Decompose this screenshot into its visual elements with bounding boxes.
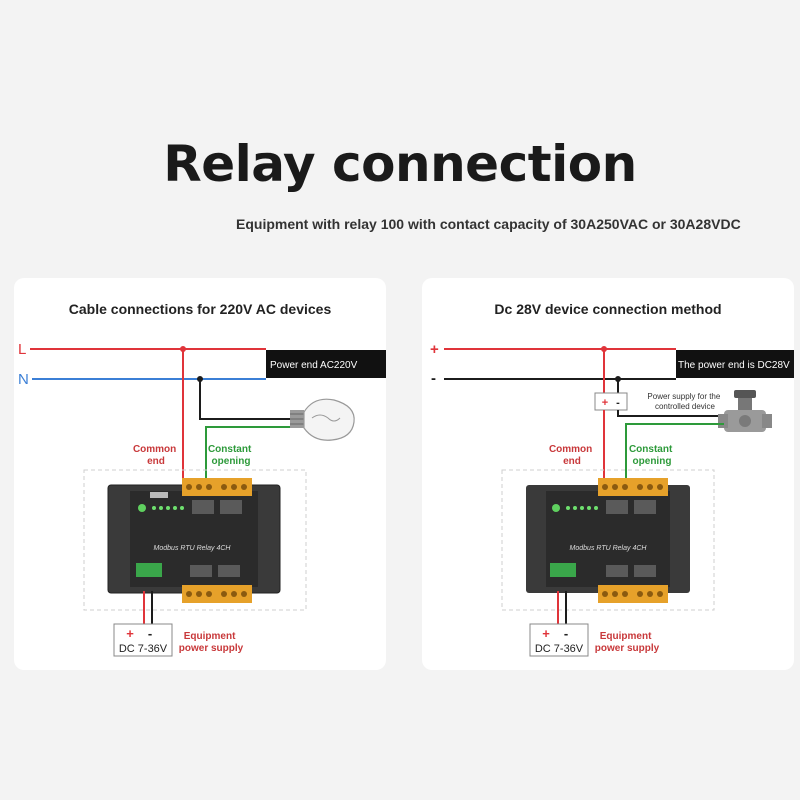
dip-switch xyxy=(150,492,168,498)
ctrl-supply-minus: - xyxy=(616,397,620,409)
dc-supply-box xyxy=(529,623,589,657)
top-terminal-block xyxy=(598,478,668,496)
controlled-supply-label: Power supply for the controlled device xyxy=(647,392,722,411)
ctrl-supply-plus: + xyxy=(602,397,608,409)
constant-opening-label: Constant opening xyxy=(629,444,675,467)
top-terminal-block xyxy=(182,478,252,496)
wire-neutral-bulb xyxy=(199,379,296,420)
line-plus-label: + xyxy=(430,341,439,358)
line-minus-label: - xyxy=(431,370,436,387)
light-bulb-icon xyxy=(290,398,355,441)
power-end-box xyxy=(676,350,794,378)
bottom-terminal-block xyxy=(598,585,668,603)
power-end-box xyxy=(266,350,386,378)
wire-ctrl-to-valve xyxy=(617,410,740,417)
module-label: Modbus RTU Relay 4CH xyxy=(570,545,648,552)
supply-range: DC 7-36V xyxy=(535,643,584,655)
supply-plus: + xyxy=(542,626,550,641)
led-row xyxy=(152,506,184,510)
bottom-terminal-block xyxy=(182,585,252,603)
relay-module: Modbus RTU Relay 4CH xyxy=(526,478,690,603)
equipment-power-label: Equipment power supply xyxy=(595,631,660,654)
common-end-label: Common end xyxy=(549,444,595,467)
module-boundary xyxy=(501,469,715,611)
dc-wiring-diagram: + - The power end is DC28V + - Power sup… xyxy=(430,341,794,657)
solenoid-valve-icon xyxy=(718,390,772,432)
equipment-power-label: Equipment power supply xyxy=(179,631,244,654)
module-boundary xyxy=(83,469,307,611)
supply-range: DC 7-36V xyxy=(119,643,168,655)
wire-load xyxy=(205,426,290,482)
panel-dc28v: Dc 28V device connection method + - The … xyxy=(422,278,794,670)
line-n-label: N xyxy=(18,371,29,388)
supply-minus: - xyxy=(148,626,152,641)
common-end-label: Common end xyxy=(133,444,179,467)
power-led xyxy=(138,504,146,512)
relay-module: Modbus RTU Relay 4CH xyxy=(107,478,281,603)
ac-wiring-diagram: L N Power end AC220V Common end xyxy=(18,341,386,657)
panel-title: Cable connections for 220V AC devices xyxy=(68,301,332,317)
power-led xyxy=(552,504,560,512)
input-terminal xyxy=(136,563,162,577)
power-end-label: Power end AC220V xyxy=(270,360,358,371)
panel-title: Dc 28V device connection method xyxy=(494,301,722,317)
supply-plus: + xyxy=(126,626,134,641)
power-end-label: The power end is DC28V xyxy=(678,360,790,371)
panel-ac220v: Cable connections for 220V AC devices L … xyxy=(14,278,386,670)
page-title: Relay connection xyxy=(163,135,637,193)
relay-blocks-bottom xyxy=(606,565,656,577)
constant-opening-label: Constant opening xyxy=(208,444,254,467)
wire-load xyxy=(625,423,724,482)
dc-supply-box xyxy=(113,623,173,657)
led-row xyxy=(566,506,598,510)
input-terminal xyxy=(550,563,576,577)
controlled-supply-box xyxy=(594,392,628,411)
page-subtitle: Equipment with relay 100 with contact ca… xyxy=(236,216,741,232)
module-label: Modbus RTU Relay 4CH xyxy=(154,545,232,552)
relay-blocks xyxy=(192,500,242,514)
relay-blocks xyxy=(606,500,656,514)
line-l-label: L xyxy=(18,341,26,358)
supply-minus: - xyxy=(564,626,568,641)
relay-blocks-bottom xyxy=(190,565,240,577)
